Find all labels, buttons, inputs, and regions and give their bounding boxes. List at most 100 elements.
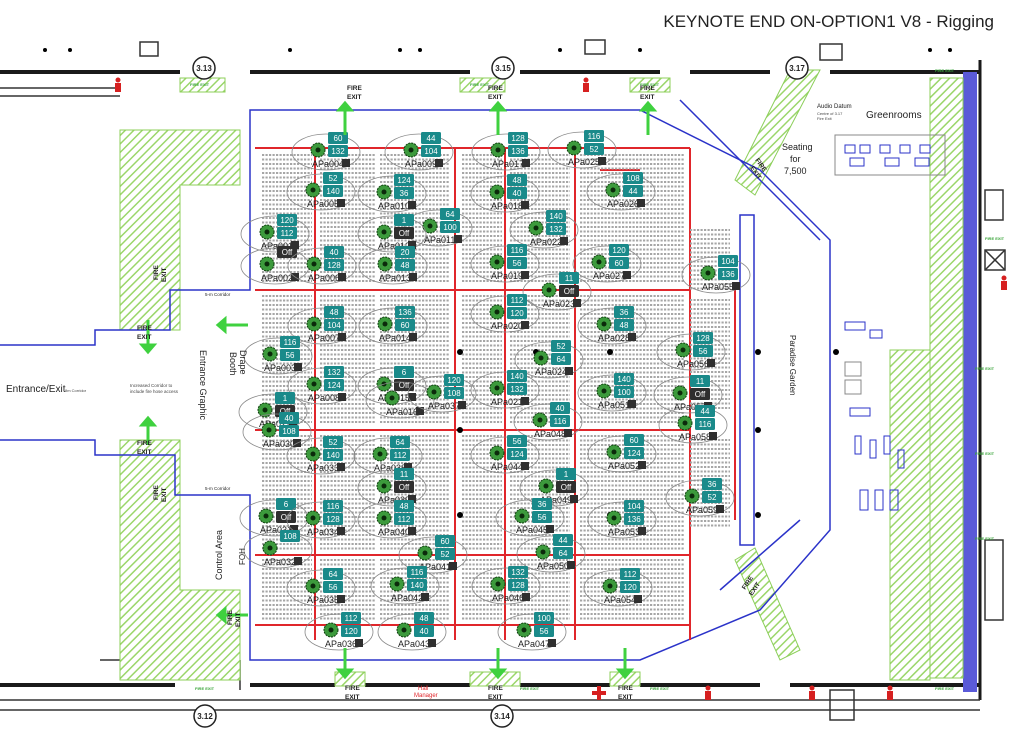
channel-badge	[276, 498, 296, 510]
channel-badge-value: 6	[402, 368, 407, 377]
fire-exit-marker: FIRE	[347, 85, 362, 92]
access-point-label: APa031	[260, 525, 292, 535]
coverage-outline	[572, 245, 642, 283]
channel-badge	[507, 383, 527, 395]
channel-badge-value: 1	[402, 216, 407, 225]
channel-badge-value: 20	[401, 248, 410, 257]
channel-badge	[695, 418, 715, 430]
channel-badge	[702, 491, 722, 503]
channel-badge	[324, 319, 344, 331]
channel-badge-value: 100	[617, 388, 631, 397]
channel-badge-value: Off	[564, 287, 575, 296]
antenna-center	[310, 583, 316, 589]
channel-badge	[394, 174, 414, 186]
seating-block	[462, 295, 502, 423]
access-point-label: APa038	[374, 463, 406, 473]
channel-badge	[532, 498, 552, 510]
channel-badge	[624, 434, 644, 446]
off-flag-icon	[521, 462, 529, 470]
channel-badge-value: 140	[326, 451, 340, 460]
off-flag-icon	[294, 363, 302, 371]
paradise-garden-label: Paradise Garden	[788, 335, 797, 395]
coverage-outline	[384, 133, 454, 171]
seating-label-2: for	[790, 154, 801, 164]
coverage-outline	[407, 375, 477, 413]
coverage-outline	[240, 215, 310, 253]
channel-badge-value: 128	[511, 581, 525, 590]
access-point-label: APa044	[491, 462, 523, 472]
channel-badge-value: 120	[612, 246, 626, 255]
channel-badge	[328, 132, 348, 144]
access-point-label: APa049	[540, 495, 572, 505]
channel-badge-value: 52	[590, 145, 599, 154]
channel-badge-value: 44	[427, 134, 436, 143]
channel-badge	[614, 373, 634, 385]
channel-badge-value: 136	[398, 308, 412, 317]
antenna-center	[267, 545, 273, 551]
coverage-outline	[577, 307, 647, 345]
coverage-outline	[519, 469, 589, 507]
fire-exit-marker: FIRE	[618, 685, 633, 692]
channel-badge-value: 116	[327, 502, 340, 511]
fire-exit-small: FIRE EXIT	[935, 686, 955, 691]
off-flag-icon	[408, 393, 416, 401]
channel-badge	[556, 481, 576, 493]
off-flag-icon	[567, 561, 575, 569]
coverage-outline	[495, 499, 565, 537]
channel-badge	[324, 259, 344, 271]
antenna-center	[540, 549, 546, 555]
access-point-label: APa013	[379, 273, 411, 283]
coverage-outline	[497, 613, 567, 651]
access-point-label: APa036	[325, 639, 357, 649]
off-flag-icon	[707, 359, 715, 367]
off-flag-icon	[290, 525, 298, 533]
channel-badge	[395, 259, 415, 271]
channel-badge-value: 48	[620, 321, 629, 330]
coverage-outline	[513, 403, 583, 441]
access-point-label: APa029	[259, 419, 291, 429]
channel-badge-value: 56	[513, 437, 522, 446]
antenna-center	[521, 627, 527, 633]
channel-badge	[323, 436, 343, 448]
channel-badge	[507, 257, 527, 269]
channel-badge	[693, 332, 713, 344]
audio-datum-sub2: Fire Exit	[817, 116, 833, 121]
access-point-label: APa021	[491, 397, 523, 407]
access-point-label: APa023	[543, 299, 575, 309]
channel-badge	[620, 581, 640, 593]
off-flag-icon	[637, 199, 645, 207]
access-point-label: APa032	[264, 557, 296, 567]
coverage-outline	[470, 436, 540, 474]
channel-badge	[614, 386, 634, 398]
channel-badge	[444, 374, 464, 386]
antenna-center	[427, 223, 433, 229]
coverage-outline	[471, 567, 541, 605]
antenna-center	[264, 229, 270, 235]
fire-exit-small: FIRE EXIT	[470, 82, 490, 87]
access-point-label: APa039	[378, 495, 410, 505]
access-point-label: APa024	[535, 367, 567, 377]
corridor-label-bottom: 5-m Corridor	[205, 486, 231, 491]
channel-badge-value: 52	[329, 438, 338, 447]
channel-badge	[690, 375, 710, 387]
access-point-label: APa008	[308, 393, 340, 403]
coverage-outline	[522, 273, 592, 311]
fire-exit-marker: FIRE	[488, 685, 503, 692]
coverage-outline	[357, 215, 427, 253]
channel-badge-value: 11	[400, 470, 409, 479]
building-walls	[0, 60, 982, 700]
